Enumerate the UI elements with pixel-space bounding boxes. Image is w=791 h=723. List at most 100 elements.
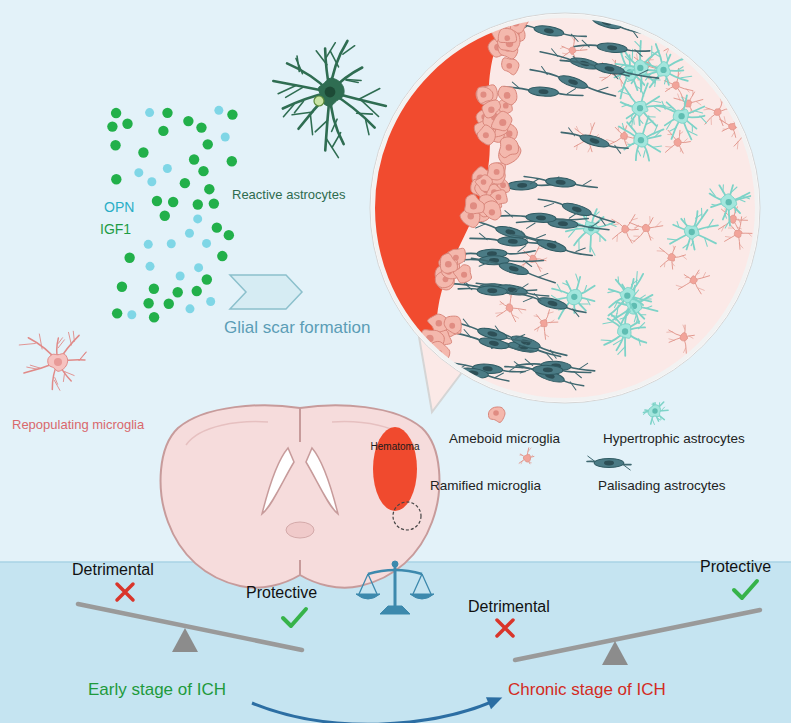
factor-dot [147,177,156,186]
palisading-astrocyte [574,39,650,57]
factor-dot [224,230,234,240]
factor-dot [149,284,159,294]
legend-text: Palisading astrocytes [598,478,726,494]
palisading-astrocyte [470,253,557,286]
factor-dot [143,298,153,308]
factor-dot [193,214,202,223]
seesaw-pivot [172,628,198,652]
stage-arrow [252,701,494,723]
hematoma-shape [365,425,425,513]
palisading-astrocyte [454,328,535,356]
factor-dot [160,211,170,221]
balance-label: Detrimental [468,598,550,616]
top-ground [0,0,791,562]
factor-dot [217,251,227,261]
ramified-microglia [725,217,752,249]
cross-mark [117,584,133,600]
ameboid-microglia [444,316,461,333]
seesaw-pivot [602,641,628,665]
ramified-microglia [676,270,709,294]
cell-label: Repopulating microglia [12,418,144,433]
factor-dot [185,304,194,313]
legend-text: Ameboid microglia [449,431,560,447]
palisading-astrocyte [514,361,584,392]
ramified-microglia [612,215,639,244]
stage-label: Chronic stage of ICH [508,680,666,700]
ameboid-microglia [430,395,450,418]
factor-dot [168,197,178,207]
factor-dot [221,132,230,141]
factor-dot [117,282,127,292]
factor-dot [172,287,182,297]
factor-dot [203,139,213,149]
hypertrophic-astrocyte [667,208,717,249]
factor-dot [107,121,117,131]
factor-dot [196,122,206,132]
ameboid-microglia [491,111,512,130]
factor-dot [167,239,176,248]
factor-dot [110,140,120,150]
factor-dot [138,147,148,157]
lens-border [373,16,757,400]
factor-label: OPN [104,199,134,215]
legend-text: Hypertrophic astrocytes [603,431,745,447]
stage-label: Early stage of ICH [88,680,226,700]
node-text: Hematoma [365,425,425,453]
ameboid-microglia [429,391,448,411]
ramified-microglia [657,246,686,269]
factor-dot [144,240,153,249]
factor-dot [212,222,222,232]
hematoma-node: Hematoma [365,425,425,513]
ameboid-microglia [440,253,457,273]
ramified-microglia [667,325,695,353]
factor-dot [180,178,190,188]
ramified-microglia [519,448,534,464]
factor-dot [209,198,219,208]
factor-dot [134,168,143,177]
reactive-astrocyte [273,41,386,158]
ameboid-microglia [441,369,463,389]
factor-dot [162,108,172,118]
factor-dot [112,308,122,318]
factor-dot [206,297,215,306]
hypertrophic-astrocyte [601,309,646,356]
engulfed-debris [314,96,324,106]
factor-dot [111,108,121,118]
ameboid-microglia [488,407,505,422]
factor-dot [163,164,172,173]
factor-dot [146,262,155,271]
brain-section [161,405,440,587]
ameboid-microglia [498,28,516,42]
stage-arrowhead [486,692,505,710]
balance-label: Protective [700,558,771,576]
factor-dot [145,108,154,117]
cross-mark [497,620,513,636]
palisading-astrocyte [458,283,527,297]
palisading-astrocyte [494,208,589,225]
balance-icon [356,561,434,614]
process-chevron [230,275,302,309]
hypertrophic-astrocyte [643,402,668,425]
factor-dot [149,312,159,322]
hypertrophic-astrocyte [619,116,664,160]
label-text: Reactive astrocytes [232,188,345,203]
legend-text: Ramified microglia [430,478,541,494]
factor-dot [122,119,132,129]
ameboid-microglia [482,201,501,220]
balance-label: Protective [246,584,317,602]
seesaw-beam [515,610,760,660]
hypertrophic-astrocyte [548,274,595,319]
hypertrophic-astrocyte [710,185,751,228]
factor-dot [202,239,211,248]
magnified-view [360,0,757,435]
palisading-astrocyte [560,126,629,155]
factor-dot [204,184,214,194]
factor-dot [189,154,199,164]
palisading-astrocyte [437,363,510,384]
factor-dot [192,286,202,296]
factor-dot [176,271,185,280]
factor-dot [227,156,237,166]
ameboid-microglia [498,86,517,105]
factor-dot [198,166,208,176]
